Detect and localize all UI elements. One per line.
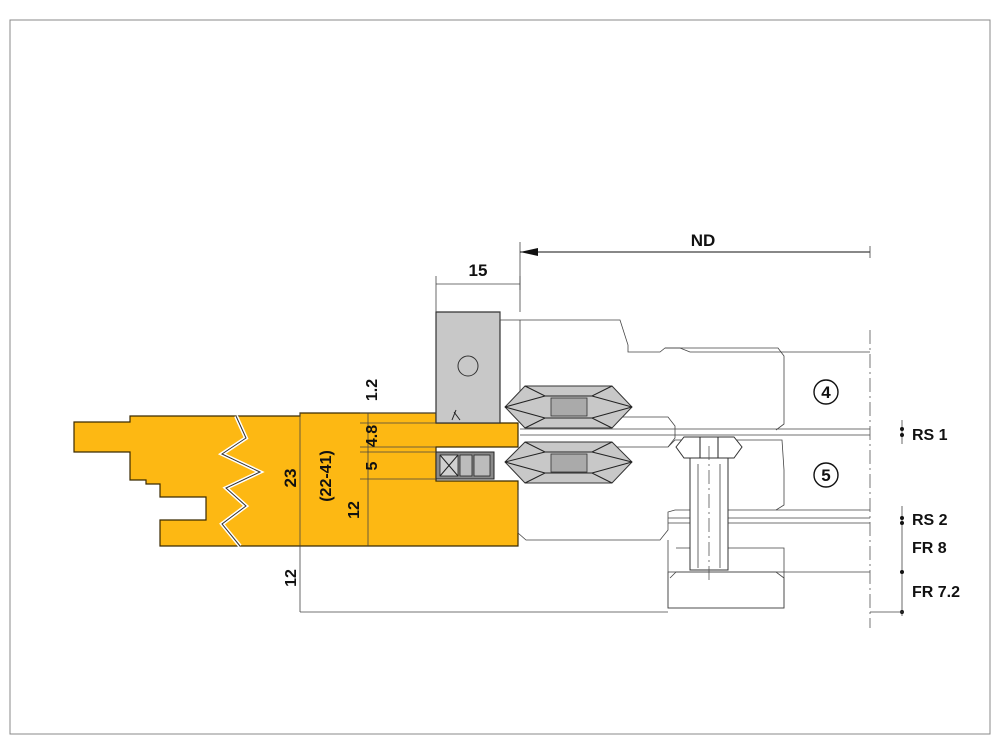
rs1-label: RS 1 (912, 427, 948, 444)
dim-1-2: 1.2 (364, 379, 381, 401)
dim-12-outer: 12 (283, 569, 300, 587)
dim-22-41: (22-41) (318, 450, 335, 502)
vertical-dimensions: 1.2 4.8 5 12 23 (22-41) 12 (281, 379, 668, 613)
spacer-rings (667, 571, 785, 609)
right-dimensions: RS 1 RS 2 FR 8 FR 7.2 (870, 420, 960, 616)
item-marker-5: 5 (813, 462, 839, 488)
nd-label: ND (691, 231, 716, 250)
svg-text:5: 5 (821, 466, 830, 485)
dim-23: 23 (281, 469, 300, 488)
dim-4-8: 4.8 (364, 425, 381, 447)
fr72-label: FR 7.2 (912, 584, 960, 601)
insert-upper (504, 385, 633, 429)
workpiece (73, 412, 519, 548)
fr8-label: FR 8 (912, 540, 947, 557)
item-marker-4: 4 (813, 379, 839, 405)
insert-lower (504, 441, 633, 484)
cutter-knife (435, 311, 501, 424)
nd-dimension: ND (519, 231, 871, 290)
drawing-frame (9, 19, 991, 735)
dim-5: 5 (364, 461, 381, 470)
bolt (675, 436, 743, 580)
svg-text:4: 4 (821, 383, 831, 402)
screw-hole-icon (457, 355, 479, 377)
dim-12-inner: 12 (346, 501, 363, 519)
rs2-label: RS 2 (912, 512, 948, 529)
width-dimension: 15 (435, 261, 521, 312)
width-label: 15 (469, 261, 488, 280)
